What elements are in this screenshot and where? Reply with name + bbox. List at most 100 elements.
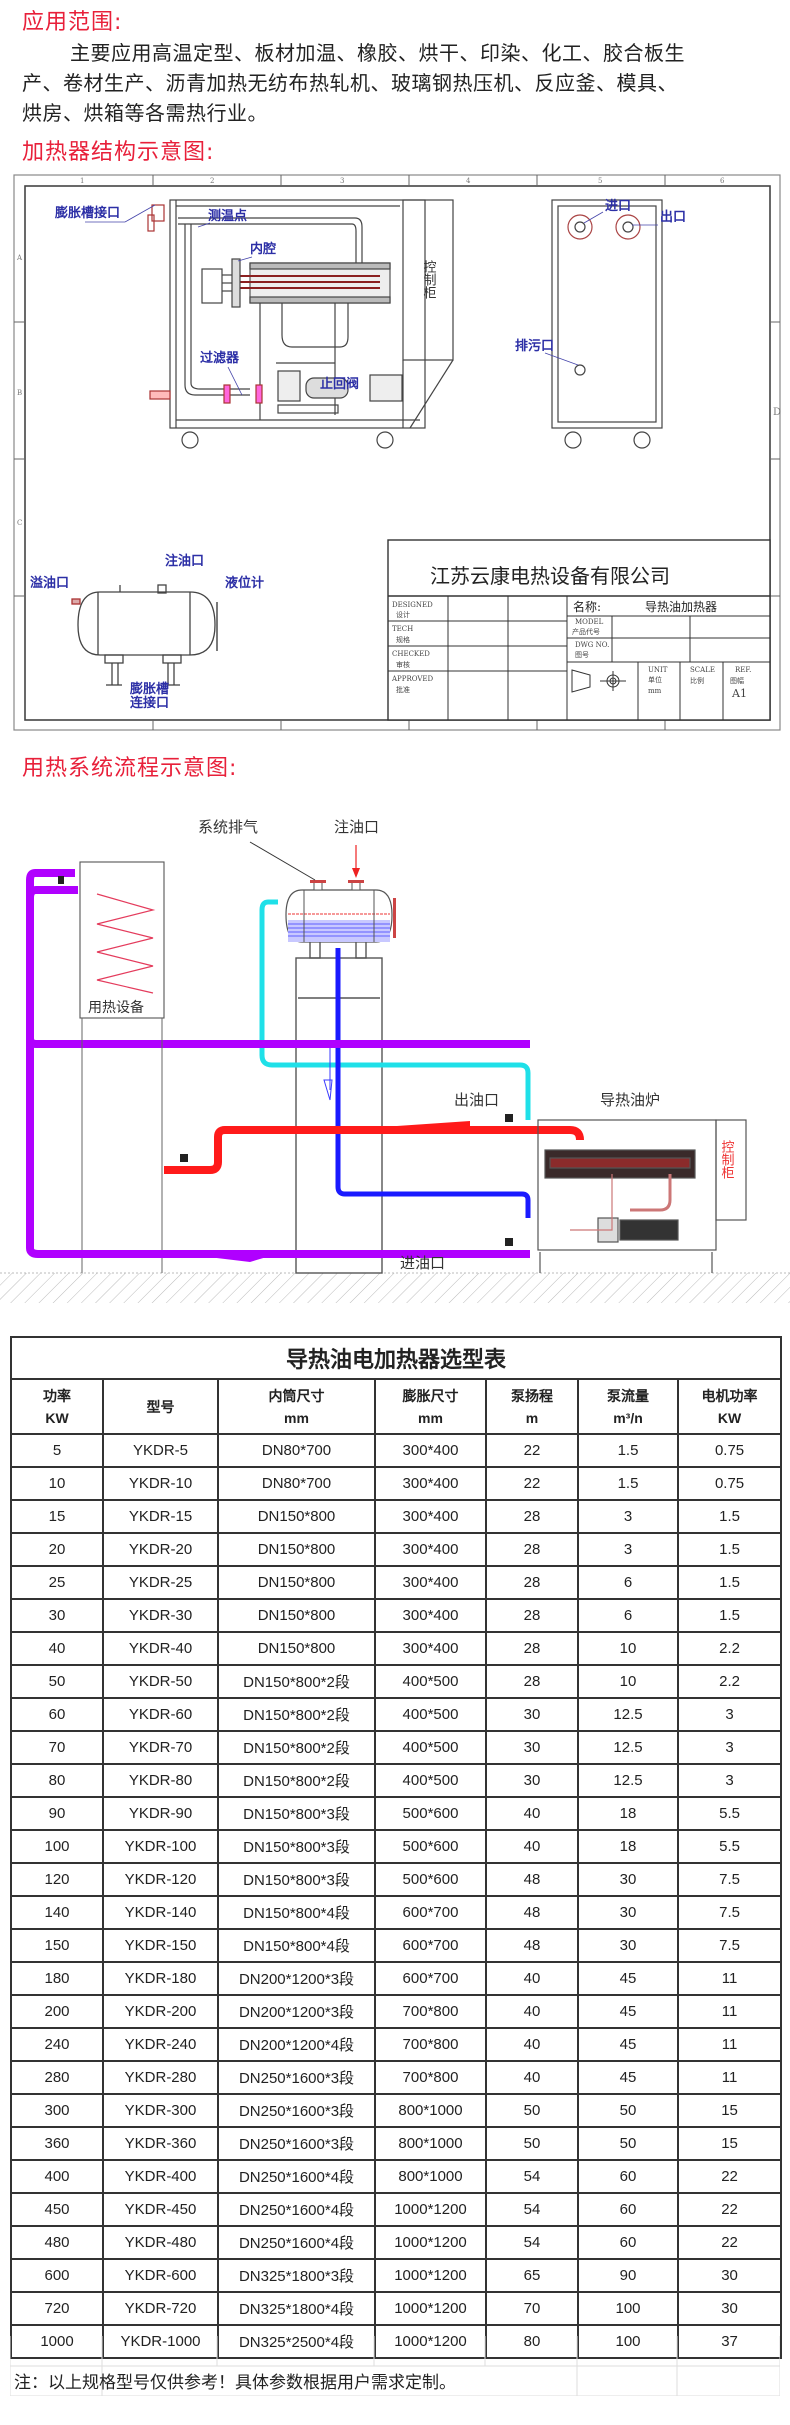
flow-label-inlet: 进油口 <box>400 1254 445 1272</box>
tb-ref-cn: 图幅 <box>730 676 744 685</box>
table-cell: DN325*2500*4段 <box>217 2324 376 2359</box>
table-cell: 100 <box>10 1829 104 1864</box>
label-level-gauge: 液位计 <box>225 575 264 591</box>
table-cell: 28 <box>485 1664 579 1699</box>
table-cell: 300*400 <box>374 1499 487 1534</box>
table-cell: YKDR-90 <box>102 1796 219 1831</box>
label-temp-point: 测温点 <box>208 208 247 224</box>
table-cell: DN80*700 <box>217 1466 376 1501</box>
table-cell: 28 <box>485 1532 579 1567</box>
table-cell: 700*800 <box>374 2060 487 2095</box>
table-cell: 1.5 <box>676 1598 783 1633</box>
table-cell: YKDR-300 <box>102 2093 219 2128</box>
table-cell: 11 <box>676 2027 783 2062</box>
note-grid-lines <box>10 2336 780 2396</box>
table-cell: 400*500 <box>374 1697 487 1732</box>
tb-model: MODEL <box>575 618 604 626</box>
table-cell: YKDR-400 <box>102 2159 219 2194</box>
table-cell: 80 <box>485 2324 579 2359</box>
table-cell: 240 <box>10 2027 104 2062</box>
ground-hatch <box>0 1273 790 1303</box>
projection-symbol-icon <box>571 669 626 693</box>
table-cell: 90 <box>577 2258 679 2293</box>
tb-dwg-cn: 图号 <box>575 651 589 659</box>
table-cell: DN150*800 <box>217 1631 376 1666</box>
flow-label-boiler: 导热油炉 <box>600 1091 660 1109</box>
table-cell: 360 <box>10 2126 104 2161</box>
table-cell: 28 <box>485 1499 579 1534</box>
table-cell: YKDR-1000 <box>102 2324 219 2359</box>
table-cell: YKDR-360 <box>102 2126 219 2161</box>
tank-labels: 溢油口 注油口 液位计 膨胀槽 连接口 <box>30 553 264 711</box>
flow-heading: 用热系统流程示意图: <box>22 756 238 781</box>
table-cell: 50 <box>485 2093 579 2128</box>
zone-ticks <box>14 175 780 730</box>
application-paragraph: 主要应用高温定型、板材加温、橡胶、烘干、印染、化工、胶合板生 产、卷材生产、沥青… <box>22 38 782 128</box>
table-cell: 100 <box>577 2291 679 2326</box>
table-note: 注：以上规格型号仅供参考！具体参数根据用户需求定制。 <box>14 2373 456 2392</box>
table-cell: DN150*800 <box>217 1598 376 1633</box>
table-cell: 48 <box>485 1895 579 1930</box>
table-cell: 1.5 <box>676 1499 783 1534</box>
table-cell: 0.75 <box>676 1466 783 1501</box>
table-cell: DN200*1200*3段 <box>217 1994 376 2029</box>
table-cell: YKDR-5 <box>102 1433 219 1468</box>
table-cell: 1000*1200 <box>374 2324 487 2359</box>
table-cell: 5.5 <box>676 1796 783 1831</box>
header-label: 型号 <box>146 1398 175 1415</box>
tb-designed-cn: 设计 <box>396 610 410 619</box>
table-cell: DN150*800*4段 <box>217 1895 376 1930</box>
table-cell: 5.5 <box>676 1829 783 1864</box>
table-cell: DN150*800 <box>217 1532 376 1567</box>
table-cell: 40 <box>485 1961 579 1996</box>
table-cell: DN150*800 <box>217 1499 376 1534</box>
table-cell: YKDR-40 <box>102 1631 219 1666</box>
paragraph-line-3: 烘房、烘箱等各需热行业。 <box>22 101 268 125</box>
table-cell: 22 <box>676 2225 783 2260</box>
table-cell: 7.5 <box>676 1928 783 1963</box>
table-cell: YKDR-15 <box>102 1499 219 1534</box>
zone-col-4: 4 <box>466 177 471 185</box>
oil-boiler <box>537 1119 747 1273</box>
table-cell: DN250*1600*3段 <box>217 2093 376 2128</box>
header-unit: mm <box>284 1409 309 1426</box>
label-inlet: 进口 <box>605 199 631 214</box>
heater-end-view <box>551 199 663 449</box>
table-cell: YKDR-30 <box>102 1598 219 1633</box>
table-cell: DN200*1200*4段 <box>217 2027 376 2062</box>
table-cell: 30 <box>577 1862 679 1897</box>
table-cell: 12.5 <box>577 1697 679 1732</box>
label-expansion-port: 膨胀槽接口 <box>54 205 120 221</box>
table-cell: 6 <box>577 1565 679 1600</box>
table-cell: 45 <box>577 1994 679 2029</box>
table-cell: 7.5 <box>676 1895 783 1930</box>
table-cell: 60 <box>577 2192 679 2227</box>
tb-name-label: 名称: <box>573 599 601 614</box>
table-cell: 15 <box>676 2126 783 2161</box>
table-cell: 300*400 <box>374 1466 487 1501</box>
table-cell: 20 <box>10 1532 104 1567</box>
table-cell: 30 <box>10 1598 104 1633</box>
table-cell: 700*800 <box>374 1994 487 2029</box>
table-cell: YKDR-600 <box>102 2258 219 2293</box>
header-label: 泵流量 <box>607 1387 649 1404</box>
table-cell: 100 <box>577 2324 679 2359</box>
table-cell: 3 <box>676 1697 783 1732</box>
tb-unit: UNIT <box>648 666 668 674</box>
table-cell: 22 <box>485 1466 579 1501</box>
tb-scale: SCALE <box>690 666 715 674</box>
table-cell: YKDR-150 <box>102 1928 219 1963</box>
table-cell: 18 <box>577 1796 679 1831</box>
table-cell: DN150*800*2段 <box>217 1730 376 1765</box>
